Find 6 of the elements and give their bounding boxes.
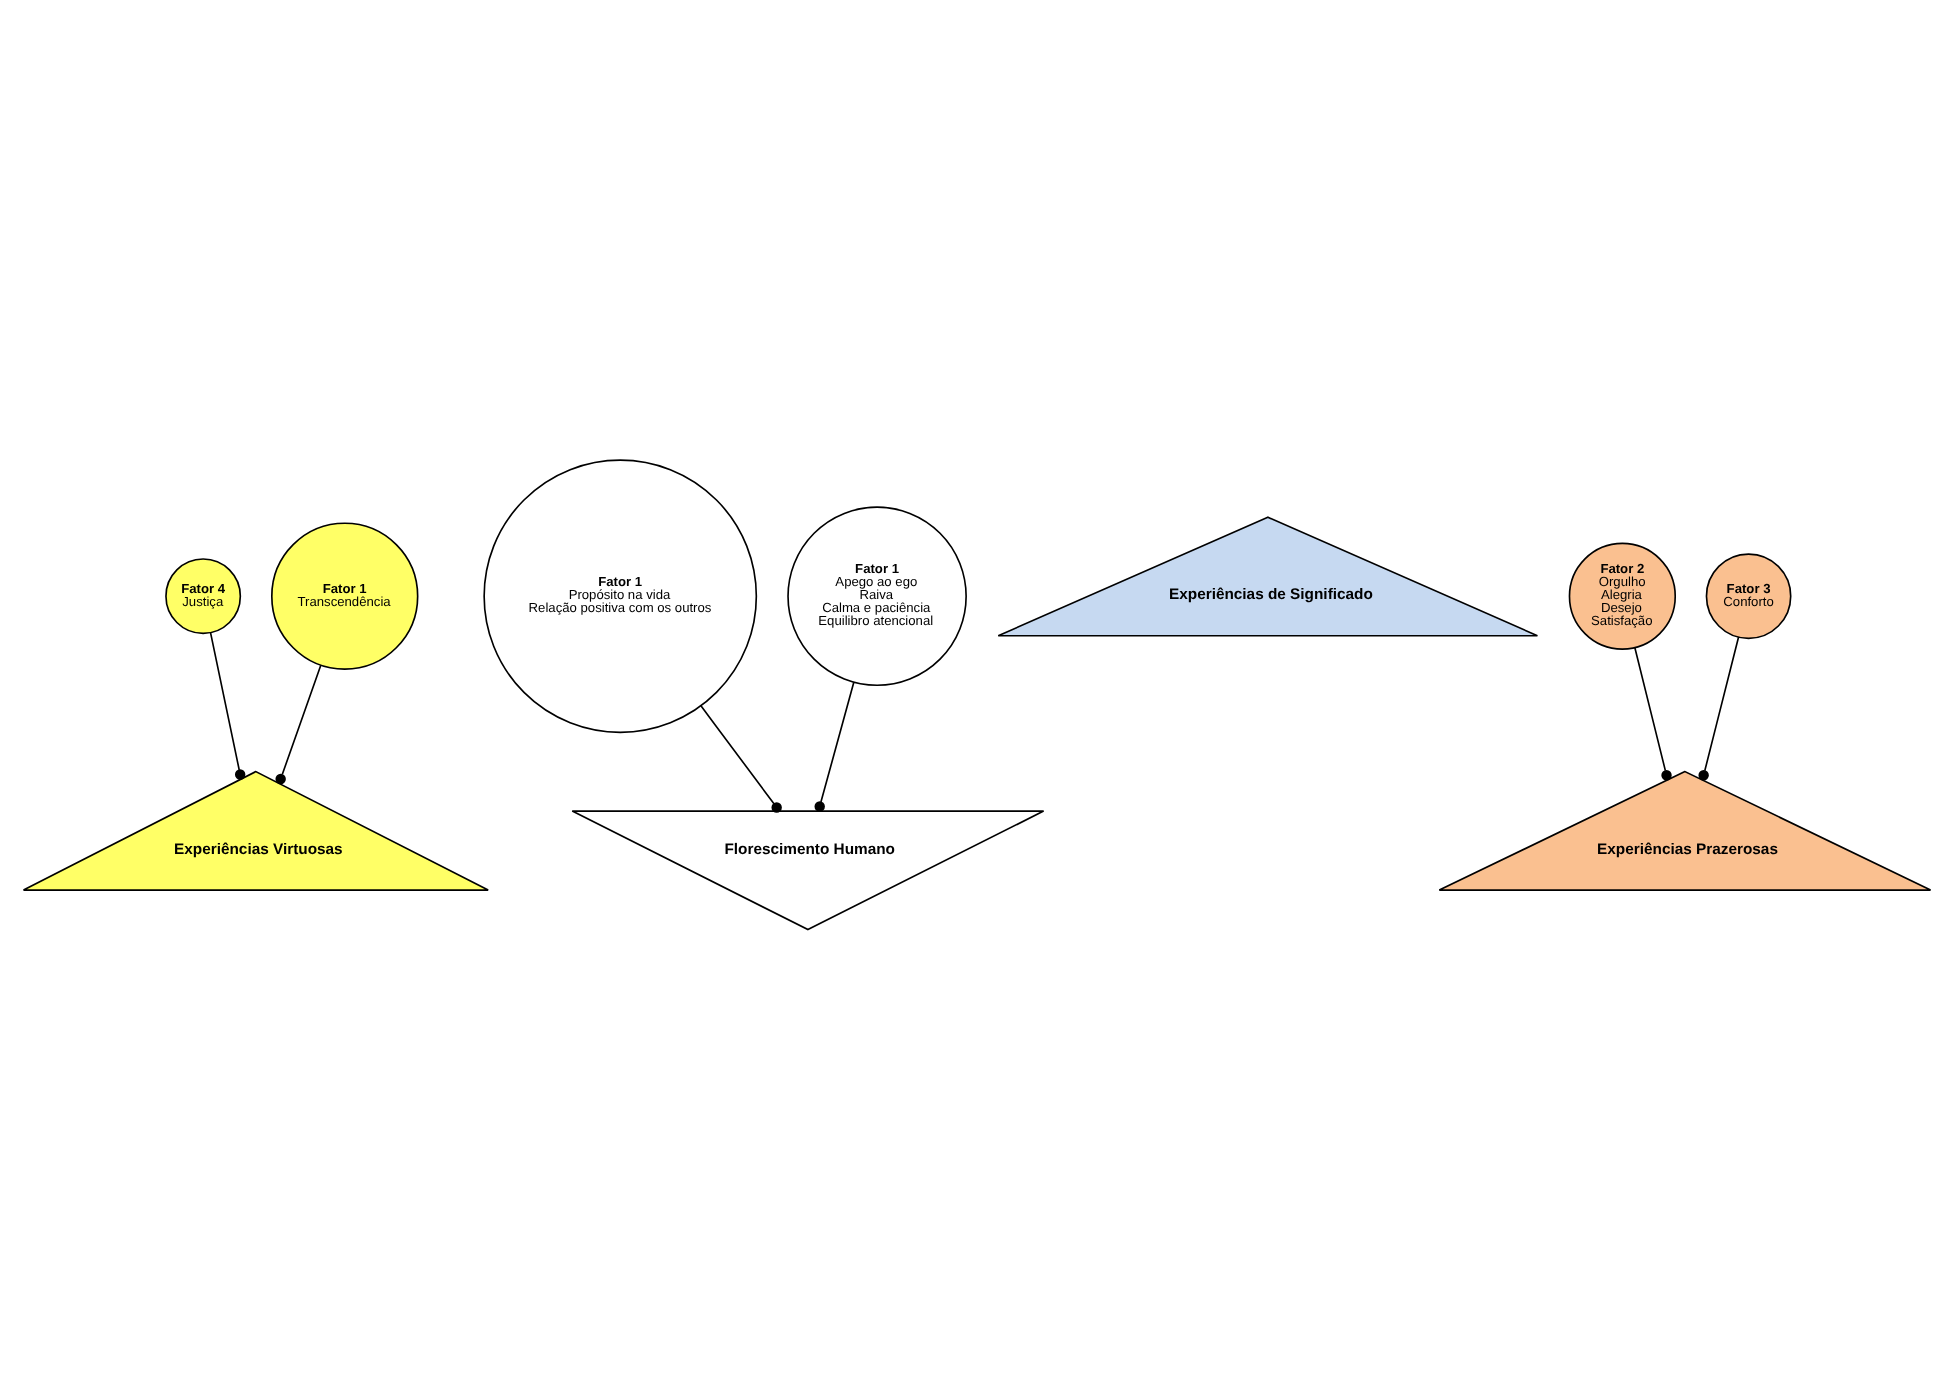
connector [275,664,322,785]
connector [814,681,855,812]
connector [700,704,782,813]
connector [1634,646,1672,781]
connector [1698,636,1740,781]
connector [209,632,246,780]
